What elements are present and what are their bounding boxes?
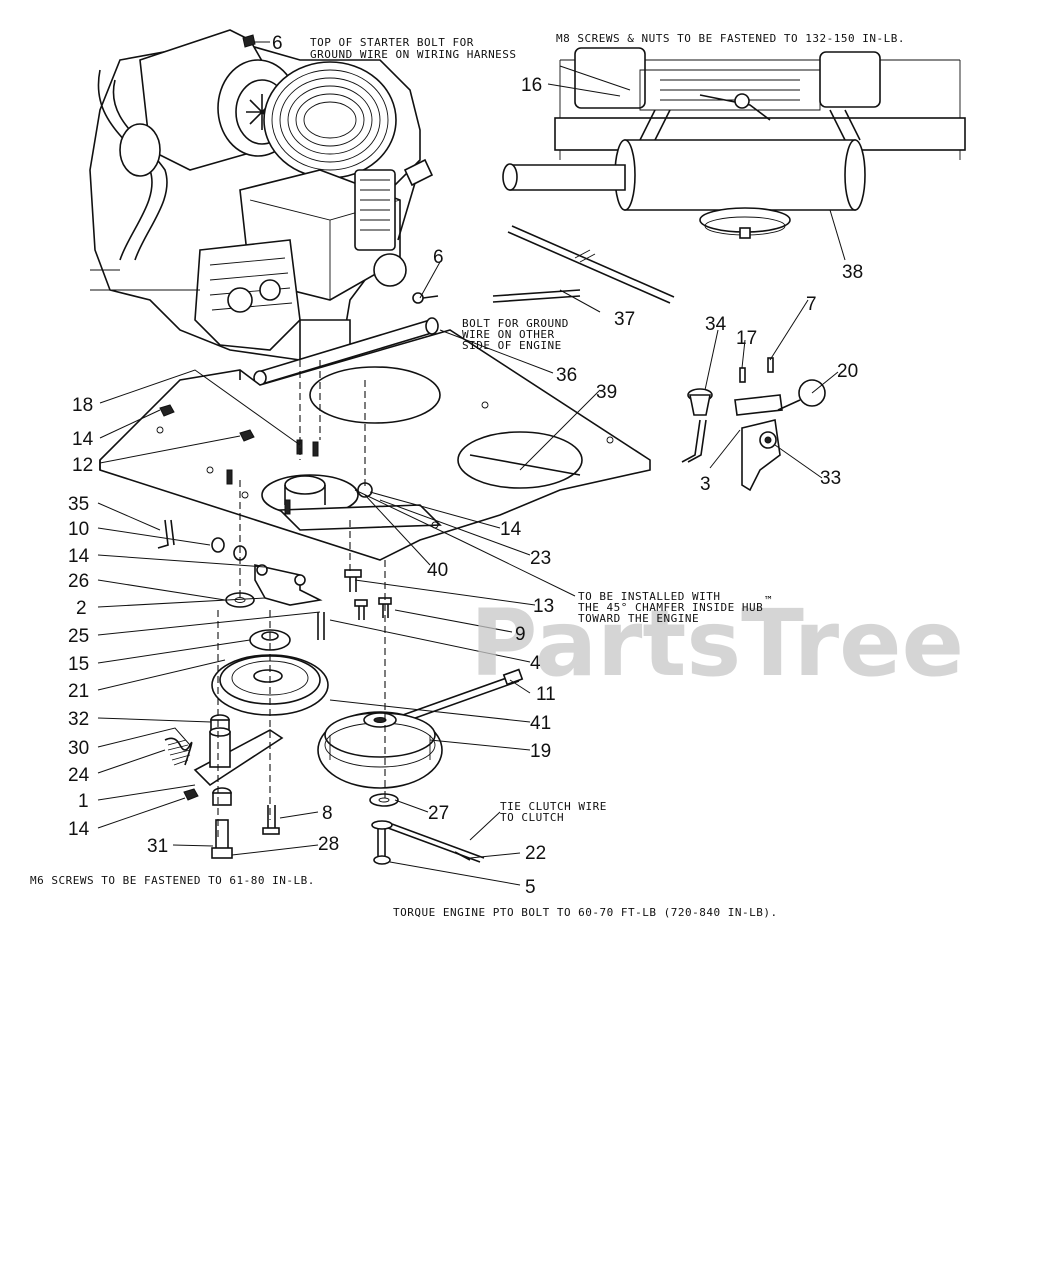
callout-15: 15 <box>68 654 89 675</box>
callout-3: 3 <box>700 474 711 495</box>
callout-9: 9 <box>515 624 526 645</box>
callout-8: 8 <box>322 803 333 824</box>
callout-34: 34 <box>705 314 727 335</box>
callout-35: 35 <box>68 494 89 515</box>
leader-lines <box>97 41 846 886</box>
note-chamfer-line2: THE 45° CHAMFER INSIDE HUB <box>578 601 763 614</box>
callout-28: 28 <box>318 834 339 855</box>
note-tie-clutch-line2: TO CLUTCH <box>500 811 564 824</box>
note-tie-clutch-line1: TIE CLUTCH WIRE <box>500 800 607 813</box>
note-torque-pto: TORQUE ENGINE PTO BOLT TO 60-70 FT-LB (7… <box>393 906 778 919</box>
callout-14: 14 <box>72 429 94 450</box>
note-m6-screws: M6 SCREWS TO BE FASTENED TO 61-80 IN-LB. <box>30 874 315 887</box>
callout-22: 22 <box>525 843 546 864</box>
callout-6: 6 <box>433 247 444 268</box>
callout-20: 20 <box>837 361 858 382</box>
callout-7: 7 <box>806 294 817 315</box>
callout-39: 39 <box>596 382 617 403</box>
notes: TOP OF STARTER BOLT FOR GROUND WIRE ON W… <box>30 32 905 919</box>
callout-37: 37 <box>614 309 635 330</box>
callout-18: 18 <box>72 395 93 416</box>
callouts: 6 16 38 6 37 7 34 17 20 36 39 18 14 12 3… <box>68 33 863 898</box>
callout-40: 40 <box>427 560 448 581</box>
callout-23: 23 <box>530 548 551 569</box>
pto-assembly <box>157 519 524 865</box>
callout-4: 4 <box>530 653 541 674</box>
callout-12: 12 <box>72 455 93 476</box>
callout-11: 11 <box>536 684 556 705</box>
callout-19: 19 <box>530 741 551 762</box>
callout-21: 21 <box>68 681 89 702</box>
note-chamfer-line1: TO BE INSTALLED WITH <box>578 590 720 603</box>
note-top-starter-line2: GROUND WIRE ON WIRING HARNESS <box>310 48 517 61</box>
engine-assembly <box>89 29 434 371</box>
callout-17: 17 <box>736 328 757 349</box>
callout-24: 24 <box>68 765 90 786</box>
callout-1: 1 <box>78 791 89 812</box>
muffler-assembly <box>502 47 966 239</box>
callout-33: 33 <box>820 468 841 489</box>
note-bolt-ground-line1: BOLT FOR GROUND <box>462 317 569 330</box>
callout-2: 2 <box>76 598 87 619</box>
watermark-tm: ™ <box>765 594 772 607</box>
note-top-starter-line1: TOP OF STARTER BOLT FOR <box>310 36 474 49</box>
watermark: PartsTree <box>470 590 964 697</box>
callout-26: 26 <box>68 571 89 592</box>
callout-6: 6 <box>272 33 283 54</box>
callout-25: 25 <box>68 626 89 647</box>
callout-30: 30 <box>68 738 89 759</box>
cable-rods <box>253 225 675 386</box>
callout-13: 13 <box>533 596 554 617</box>
callout-38: 38 <box>842 262 863 283</box>
callout-16: 16 <box>521 75 542 96</box>
callout-32: 32 <box>68 709 89 730</box>
callout-31: 31 <box>147 836 168 857</box>
alignment-lines <box>217 360 386 840</box>
callout-14: 14 <box>500 519 522 540</box>
callout-36: 36 <box>556 365 577 386</box>
throttle-lever <box>681 357 826 492</box>
note-chamfer-line3: TOWARD THE ENGINE <box>578 612 699 625</box>
callout-10: 10 <box>68 519 89 540</box>
note-bolt-ground-line2: WIRE ON OTHER <box>462 328 555 341</box>
callout-5: 5 <box>525 877 536 898</box>
deck-plate <box>99 329 651 561</box>
note-bolt-ground-line3: SIDE OF ENGINE <box>462 339 562 352</box>
callout-41: 41 <box>530 713 551 734</box>
note-m8-screws: M8 SCREWS & NUTS TO BE FASTENED TO 132-1… <box>556 32 905 45</box>
callout-14: 14 <box>68 546 90 567</box>
callout-14: 14 <box>68 819 90 840</box>
callout-27: 27 <box>428 803 449 824</box>
